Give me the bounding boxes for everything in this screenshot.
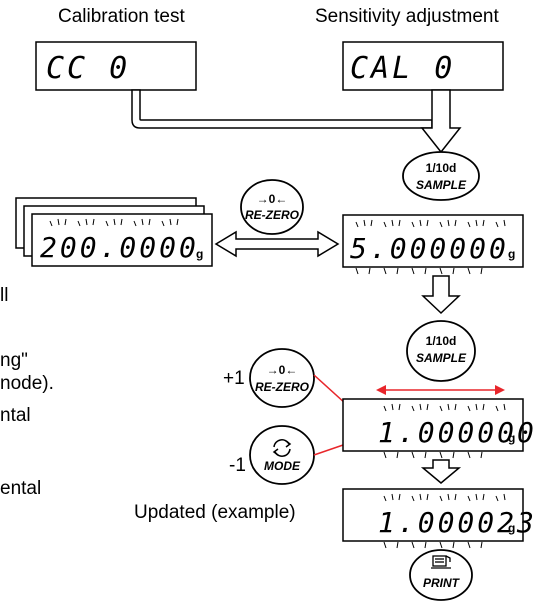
rezero-button-2-symbol: →0←	[267, 363, 298, 377]
bidirectional-arrow	[214, 230, 340, 258]
value-display-text: 1.000000	[378, 416, 537, 449]
updated-example-label: Updated (example)	[134, 502, 296, 523]
sensitivity-display: 5.000000 g	[342, 214, 524, 275]
weight-unit: g	[196, 247, 203, 261]
mode-button[interactable]: MODE	[249, 425, 315, 485]
sensitivity-unit: g	[508, 247, 515, 261]
updated-display: 1.000023 g	[342, 488, 537, 549]
rezero-button-2-label: RE-ZERO	[255, 380, 310, 394]
mode-button-label: MODE	[264, 459, 301, 473]
down-arrow-2	[421, 275, 461, 315]
cut-text-line4: ntal	[0, 405, 31, 426]
sample-button-1-top: 1/10d	[426, 161, 457, 175]
print-button[interactable]: PRINT	[409, 549, 473, 601]
cut-text-line1: ll	[0, 285, 9, 306]
cc-display-text: CC 0	[46, 51, 130, 86]
rezero-button-1-symbol: →0←	[257, 192, 288, 206]
calibration-test-label: Calibration test	[58, 6, 185, 27]
printer-icon	[431, 555, 451, 569]
updated-display-text: 1.000023	[378, 506, 537, 539]
rezero-button-2[interactable]: →0← RE-ZERO	[249, 348, 315, 408]
plus-one-label: +1	[223, 368, 245, 389]
cc-display: CC 0	[35, 41, 197, 91]
down-arrow-3	[420, 459, 462, 484]
rezero-button-1-label: RE-ZERO	[245, 208, 300, 222]
value-unit: g	[508, 431, 515, 445]
cal-display-text: CAL 0	[350, 51, 455, 86]
minus-one-label: -1	[229, 455, 246, 476]
sample-button-2-label: SAMPLE	[416, 351, 467, 365]
sample-button-2[interactable]: 1/10d SAMPLE	[406, 320, 476, 382]
cut-text-line3: node).	[0, 373, 54, 394]
print-button-label: PRINT	[423, 576, 461, 590]
cc-to-cal-arrow	[131, 89, 433, 129]
weight-display-text: 200.0000	[40, 231, 199, 264]
sample-button-1-label: SAMPLE	[416, 178, 467, 192]
circular-arrows-icon	[272, 439, 292, 457]
sensitivity-display-text: 5.000000	[350, 232, 509, 265]
updated-unit: g	[508, 521, 515, 535]
sensitivity-adjustment-label: Sensitivity adjustment	[315, 6, 499, 27]
rezero-button-1[interactable]: →0← RE-ZERO	[240, 179, 304, 235]
cut-text-line5: ental	[0, 478, 42, 499]
cut-text-line2: ng"	[0, 350, 28, 371]
sample-button-1[interactable]: 1/10d SAMPLE	[402, 151, 480, 201]
sample-button-2-top: 1/10d	[426, 334, 457, 348]
weight-display-stack: 200.0000 g	[15, 197, 213, 267]
cal-display: CAL 0	[342, 41, 504, 91]
value-display: 1.000000 g	[342, 398, 537, 459]
